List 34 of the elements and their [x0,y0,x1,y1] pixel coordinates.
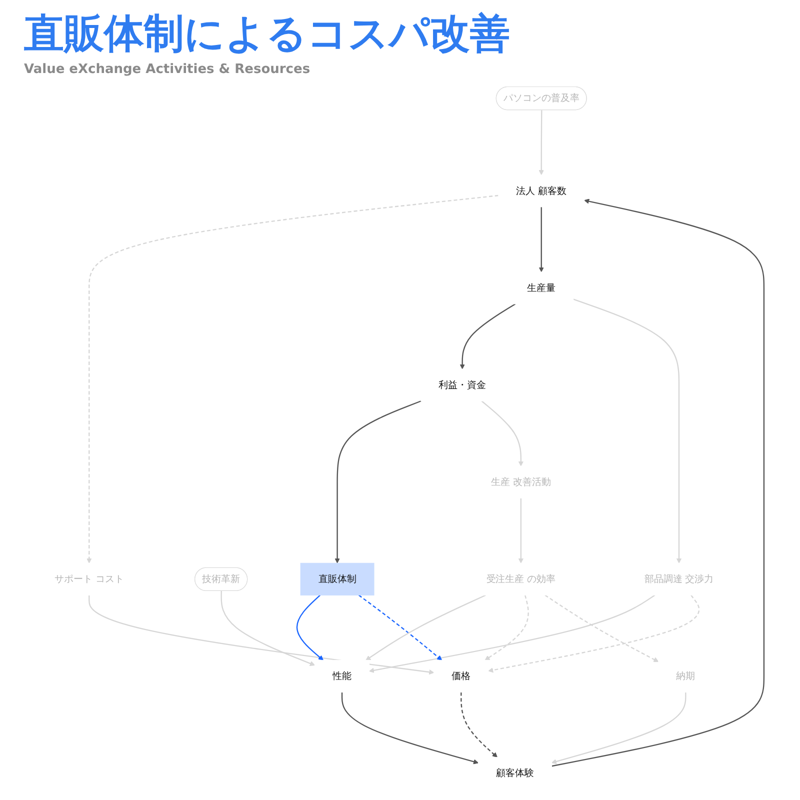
node-text: 受注生産 の効率 [486,573,556,584]
arrow [88,595,434,675]
arrow [544,594,658,662]
arrow [551,692,686,764]
node-text: サポート コスト [54,573,124,584]
arrow [488,594,700,673]
node-text: 利益・資金 [438,379,486,390]
node-text: 部品調達 交渉力 [644,573,714,584]
node-text: 生産量 [526,282,556,294]
arrow [334,400,422,564]
arrow [551,198,764,767]
arrow [365,594,486,660]
arrow [538,110,544,176]
node-text: 生産 改善活動 [490,476,550,488]
arrow [296,594,324,660]
arrow [480,400,524,466]
arrow [459,303,516,370]
node-text: 法人 顧客数 [516,184,566,196]
arrow [518,498,524,564]
arrow [220,590,315,666]
title: 直販体制によるコスパ改善 [24,10,511,59]
arrow [484,594,529,660]
arrow [358,594,442,660]
node-box: 直販体制 [300,562,374,596]
arrow [86,194,498,564]
arrow [572,298,682,564]
arrow [460,692,498,758]
background-label: Value eXchange Activities & Resources [24,62,310,77]
node-text: 納期 [676,670,695,682]
arrow [368,594,655,673]
arrow [341,692,478,764]
node-text: 価格 [451,670,470,682]
node-text: 顧客体験 [496,767,534,779]
arrow [538,206,544,272]
